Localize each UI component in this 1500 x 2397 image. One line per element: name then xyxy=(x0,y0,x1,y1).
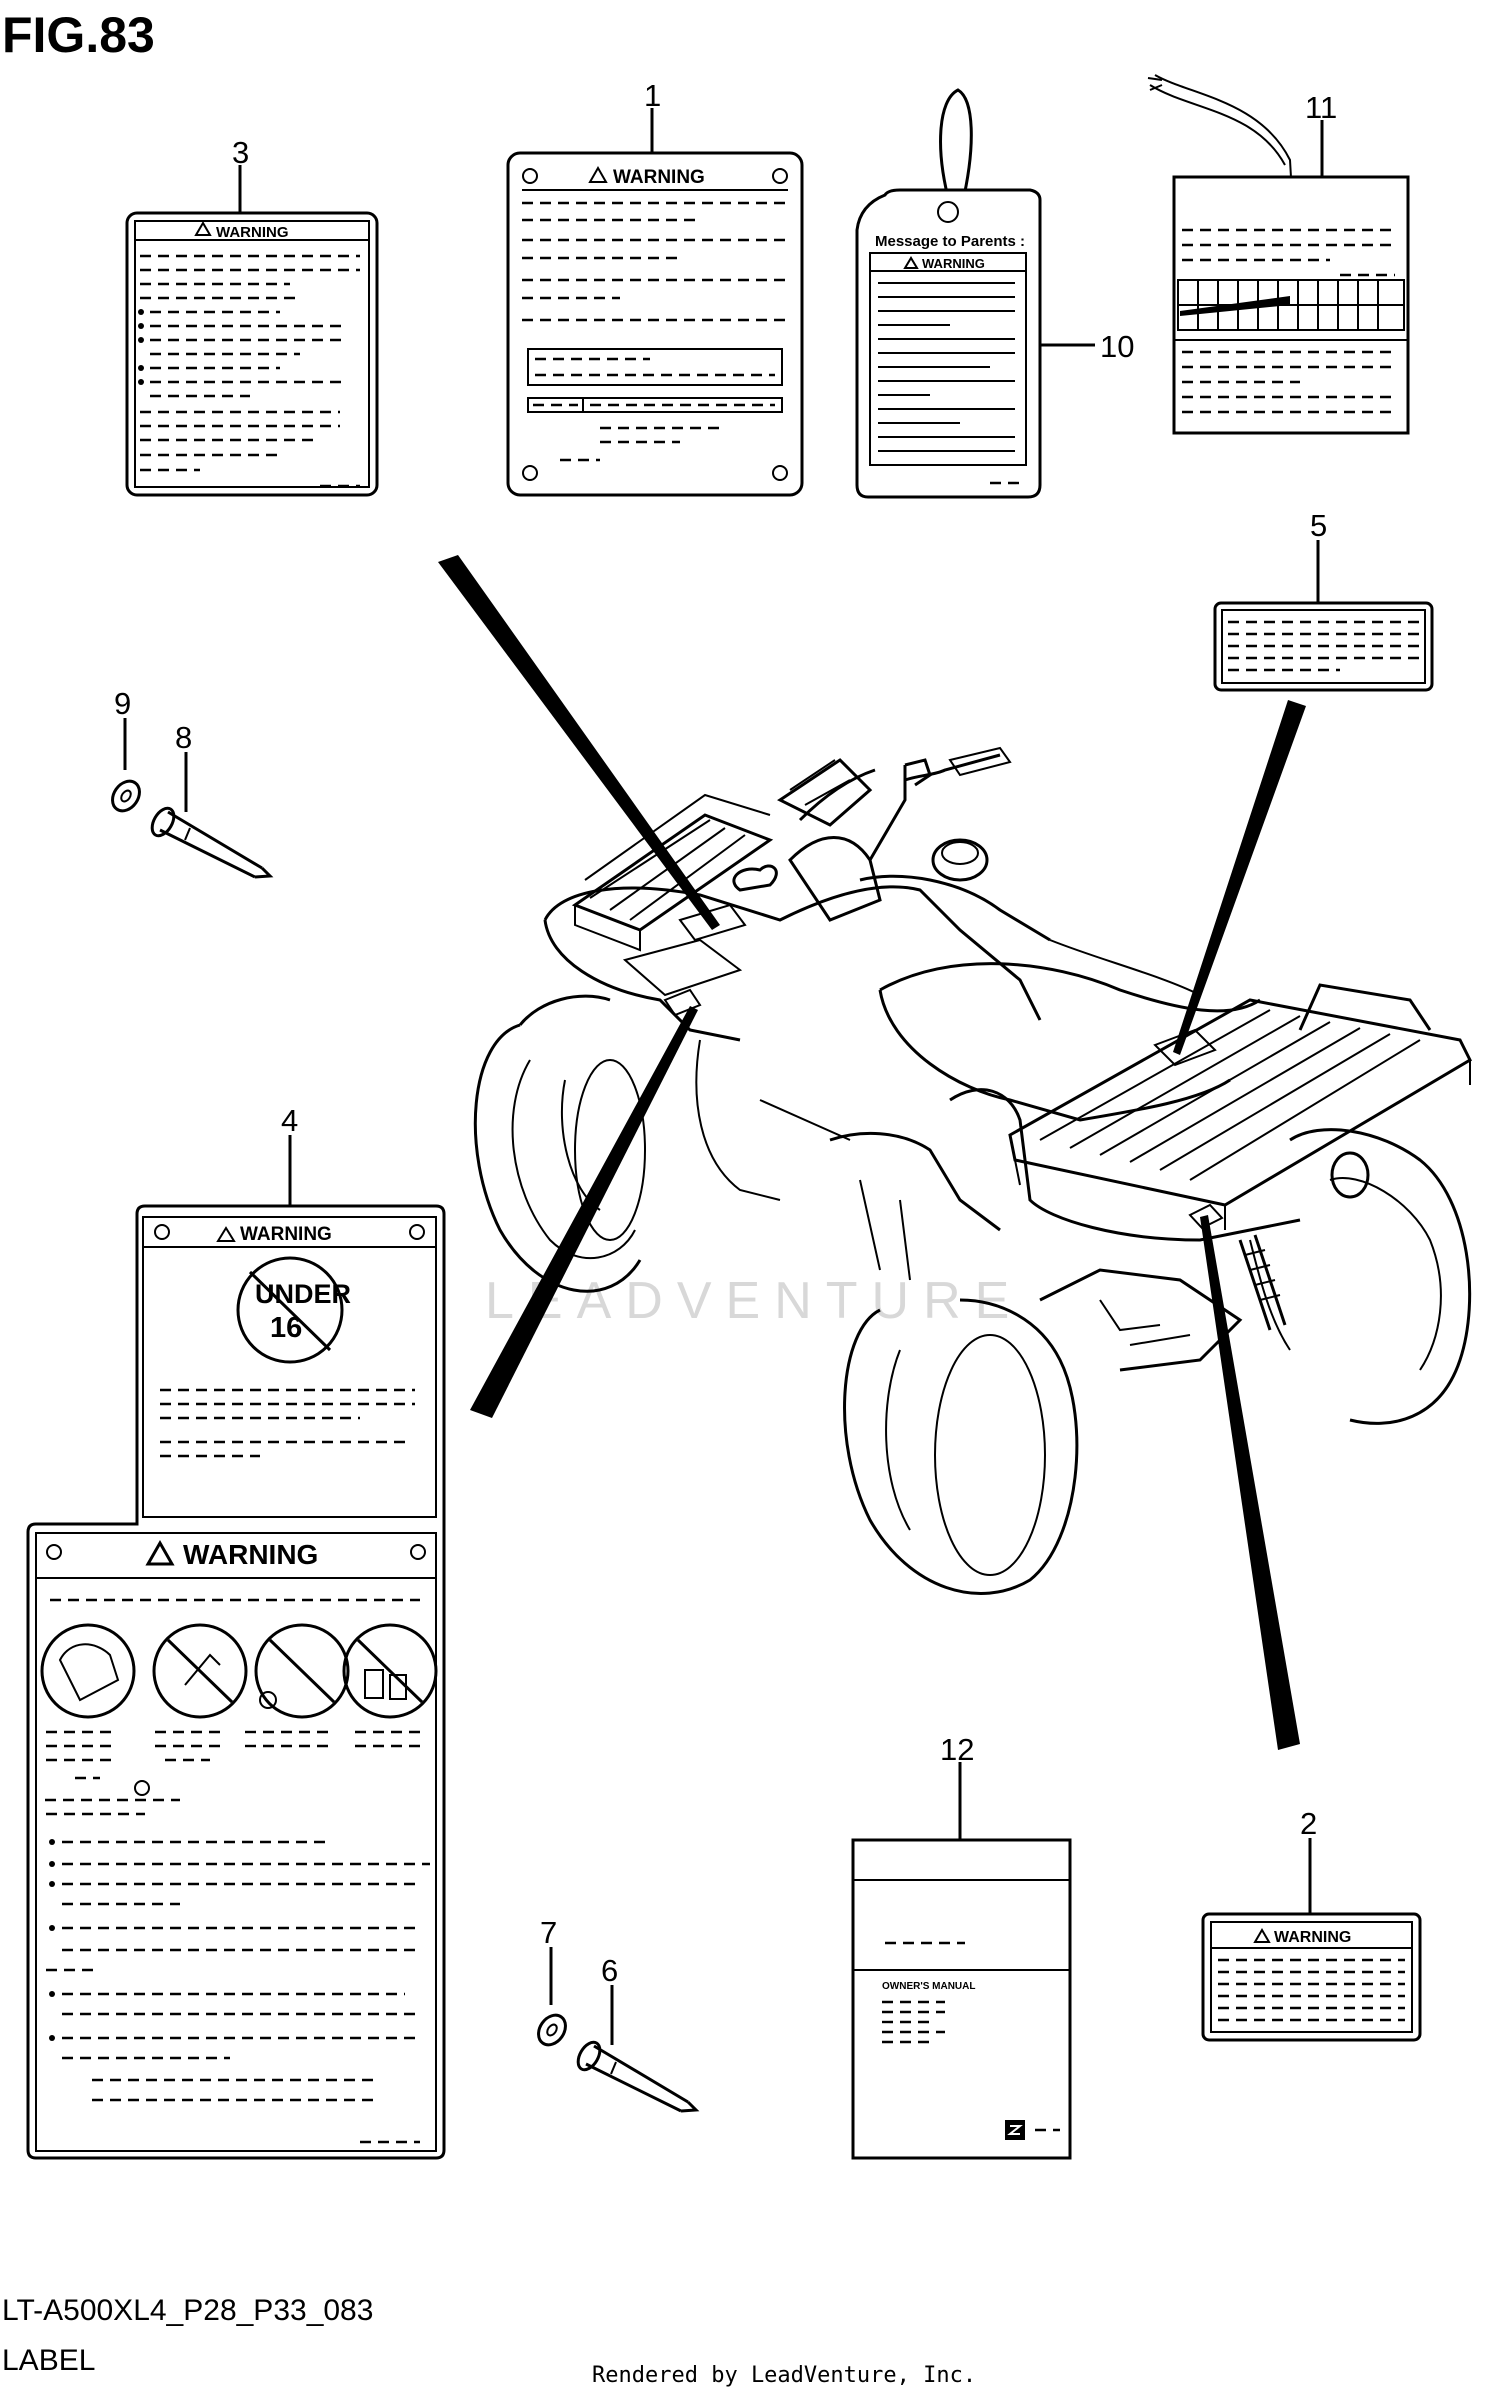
pointer-wedge-1 xyxy=(438,555,720,930)
callout-10: 10 xyxy=(1100,329,1134,364)
callout-1: 1 xyxy=(644,78,661,113)
section-name: LABEL xyxy=(2,2344,95,2377)
label-4-under: UNDER xyxy=(255,1279,351,1309)
pictogram-passenger xyxy=(40,1623,136,1719)
label-2[interactable]: WARNING xyxy=(1201,1838,1422,2042)
pictogram-rider xyxy=(254,1623,350,1719)
part-12-owners-manual[interactable]: OWNER'S MANUAL xyxy=(851,1762,1072,2160)
callout-12: 12 xyxy=(940,1732,974,1767)
label-3-warning: WARNING xyxy=(216,224,289,241)
pointer-wedge-2 xyxy=(1200,1215,1300,1750)
manual-title: OWNER'S MANUAL xyxy=(882,1981,975,1992)
label-4-warning-bottom: WARNING xyxy=(183,1539,318,1570)
callout-6: 6 xyxy=(601,1953,618,1988)
part-8-rivet[interactable] xyxy=(148,752,274,879)
callout-11: 11 xyxy=(1305,90,1337,125)
callout-4: 4 xyxy=(281,1103,298,1138)
label-10-warning: WARNING xyxy=(922,256,985,271)
label-2-warning: WARNING xyxy=(1274,1929,1351,1946)
pointer-wedge-4 xyxy=(470,1006,698,1418)
label-10-message: Message to Parents : xyxy=(875,233,1025,250)
callout-3: 3 xyxy=(232,135,249,170)
label-3[interactable]: WARNING xyxy=(125,165,379,497)
atv-illustration xyxy=(473,746,1472,1595)
part-6-rivet[interactable] xyxy=(574,1985,700,2113)
callout-2: 2 xyxy=(1300,1806,1317,1841)
callout-8: 8 xyxy=(175,720,192,755)
figure-title: FIG.83 xyxy=(2,7,155,63)
label-10[interactable]: Message to Parents : WARNING xyxy=(855,88,1095,499)
model-code: LT-A500XL4_P28_P33_083 xyxy=(2,2294,373,2327)
label-5[interactable] xyxy=(1213,540,1434,692)
callout-9: 9 xyxy=(114,686,131,721)
pointer-wedge-5 xyxy=(1173,700,1306,1055)
label-1-warning: WARNING xyxy=(613,167,705,188)
pictogram-road xyxy=(152,1623,248,1719)
watermark-text: LEADVENTURE xyxy=(485,1272,1023,1330)
label-1[interactable]: WARNING xyxy=(506,108,804,497)
part-7-washer[interactable] xyxy=(533,1947,571,2050)
pictogram-alcohol xyxy=(342,1623,438,1719)
callout-5: 5 xyxy=(1310,508,1327,543)
label-4-warning-top: WARNING xyxy=(240,1224,332,1245)
credit-text: Rendered by LeadVenture, Inc. xyxy=(592,2363,976,2388)
callout-7: 7 xyxy=(540,1915,557,1950)
label-4[interactable]: WARNING UNDER 16 WARNING xyxy=(26,1135,446,2160)
label-11[interactable] xyxy=(1147,74,1410,435)
part-9-washer[interactable] xyxy=(107,718,145,816)
